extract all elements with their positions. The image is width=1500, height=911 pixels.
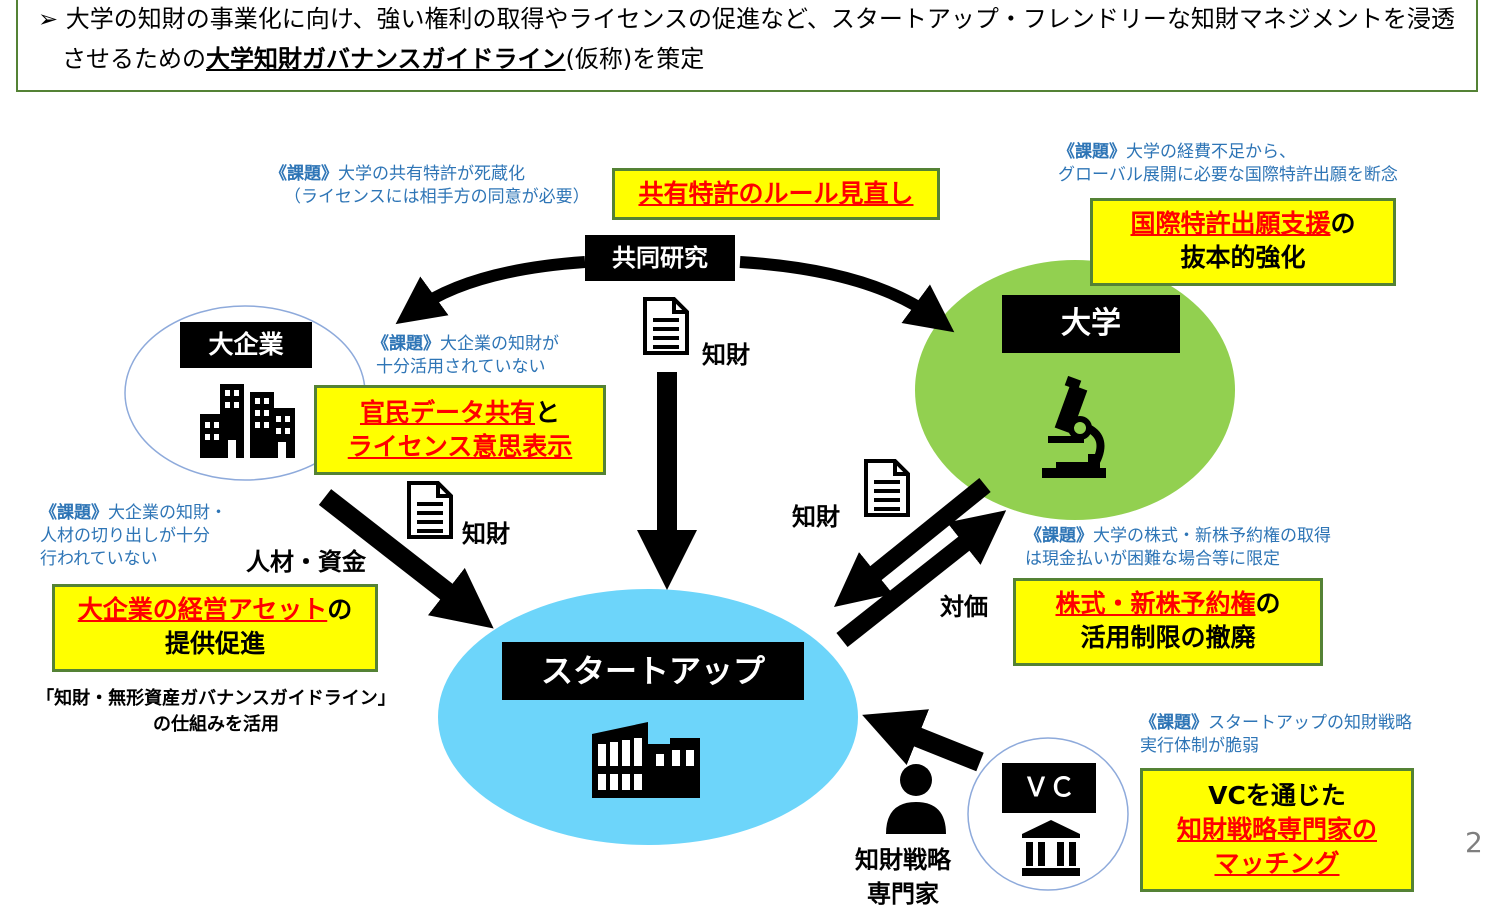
measure-company-assets: 大企業の経営アセットの 提供促進 [52,584,378,672]
document-icon [864,459,910,517]
consideration-label: 対価 [940,593,988,621]
person-icon [886,764,946,834]
header-line-1: ➢ 大学の知財の事業化に向け、強い権利の取得やライセンスの促進など、スタートアッ… [38,5,1455,33]
measure-data-share: 官民データ共有と ライセンス意思表示 [314,385,606,475]
joint-research-arrow-right [739,256,955,333]
consideration-arrow [836,510,1007,648]
factory-icon [592,722,700,798]
university-to-startup-arrow [833,477,991,607]
vc-label: ＶＣ [1002,763,1096,813]
measure-co-patent-rule: 共有特許のルール見直し [612,168,940,220]
issue-carve-out: 《課題》大企業の知財・ 人材の切り出しが十分 行われていない [40,503,227,569]
measure-vc-matching: VCを通じた 知財戦略専門家の マッチング [1140,768,1414,892]
guideline-note: 「知財・無形資産ガバナンスガイドライン」の仕組みを活用 [36,688,396,735]
vc-to-startup-arrow [862,709,984,772]
ip-label-right: 知財 [792,503,840,531]
measure-intl-patent: 国際特許出願支援の 抜本的強化 [1090,198,1396,286]
issue-co-patent: 《課題》大学の共有特許が死蔵化 （ライセンスには相手方の同意が必要） [270,164,590,207]
issue-startup-strategy: 《課題》スタートアップの知財戦略 実行体制が脆弱 [1140,713,1412,756]
header-box: ➢ 大学の知財の事業化に向け、強い権利の取得やライセンスの促進など、スタートアッ… [16,0,1478,92]
building-icon [200,384,295,458]
guideline-title: 大学知財ガバナンスガイドライン [206,45,566,73]
joint-research-arrow-left [395,256,586,325]
large-company-label: 大企業 [180,322,312,368]
document-icon [407,481,453,539]
ip-label-top: 知財 [702,341,750,369]
company-to-startup-arrow [318,489,494,629]
startup-label: スタートアップ [502,642,804,700]
bank-icon [1022,820,1080,876]
issue-university-cost: 《課題》大学の経費不足から、 グローバル展開に必要な国際特許出願を断念 [1058,142,1398,185]
talent-funds-label: 人材・資金 [246,548,366,576]
document-icon [643,297,689,355]
microscope-icon [1042,376,1106,478]
measure-stock: 株式・新株予約権の 活用制限の撤廃 [1013,578,1323,666]
expert-label: 知財戦略専門家 [855,846,951,908]
joint-research-label: 共同研究 [585,235,735,281]
issue-stock: 《課題》大学の株式・新株予約権の取得 は現金払いが困難な場合等に限定 [1025,526,1331,569]
page-number: 2 [1465,826,1483,859]
university-label: 大学 [1002,295,1180,353]
issue-company-ip: 《課題》大企業の知財が 十分活用されていない [372,334,559,377]
header-line-2: させるための大学知財ガバナンスガイドライン(仮称)を策定 [62,45,705,73]
ip-label-left: 知財 [462,520,510,548]
